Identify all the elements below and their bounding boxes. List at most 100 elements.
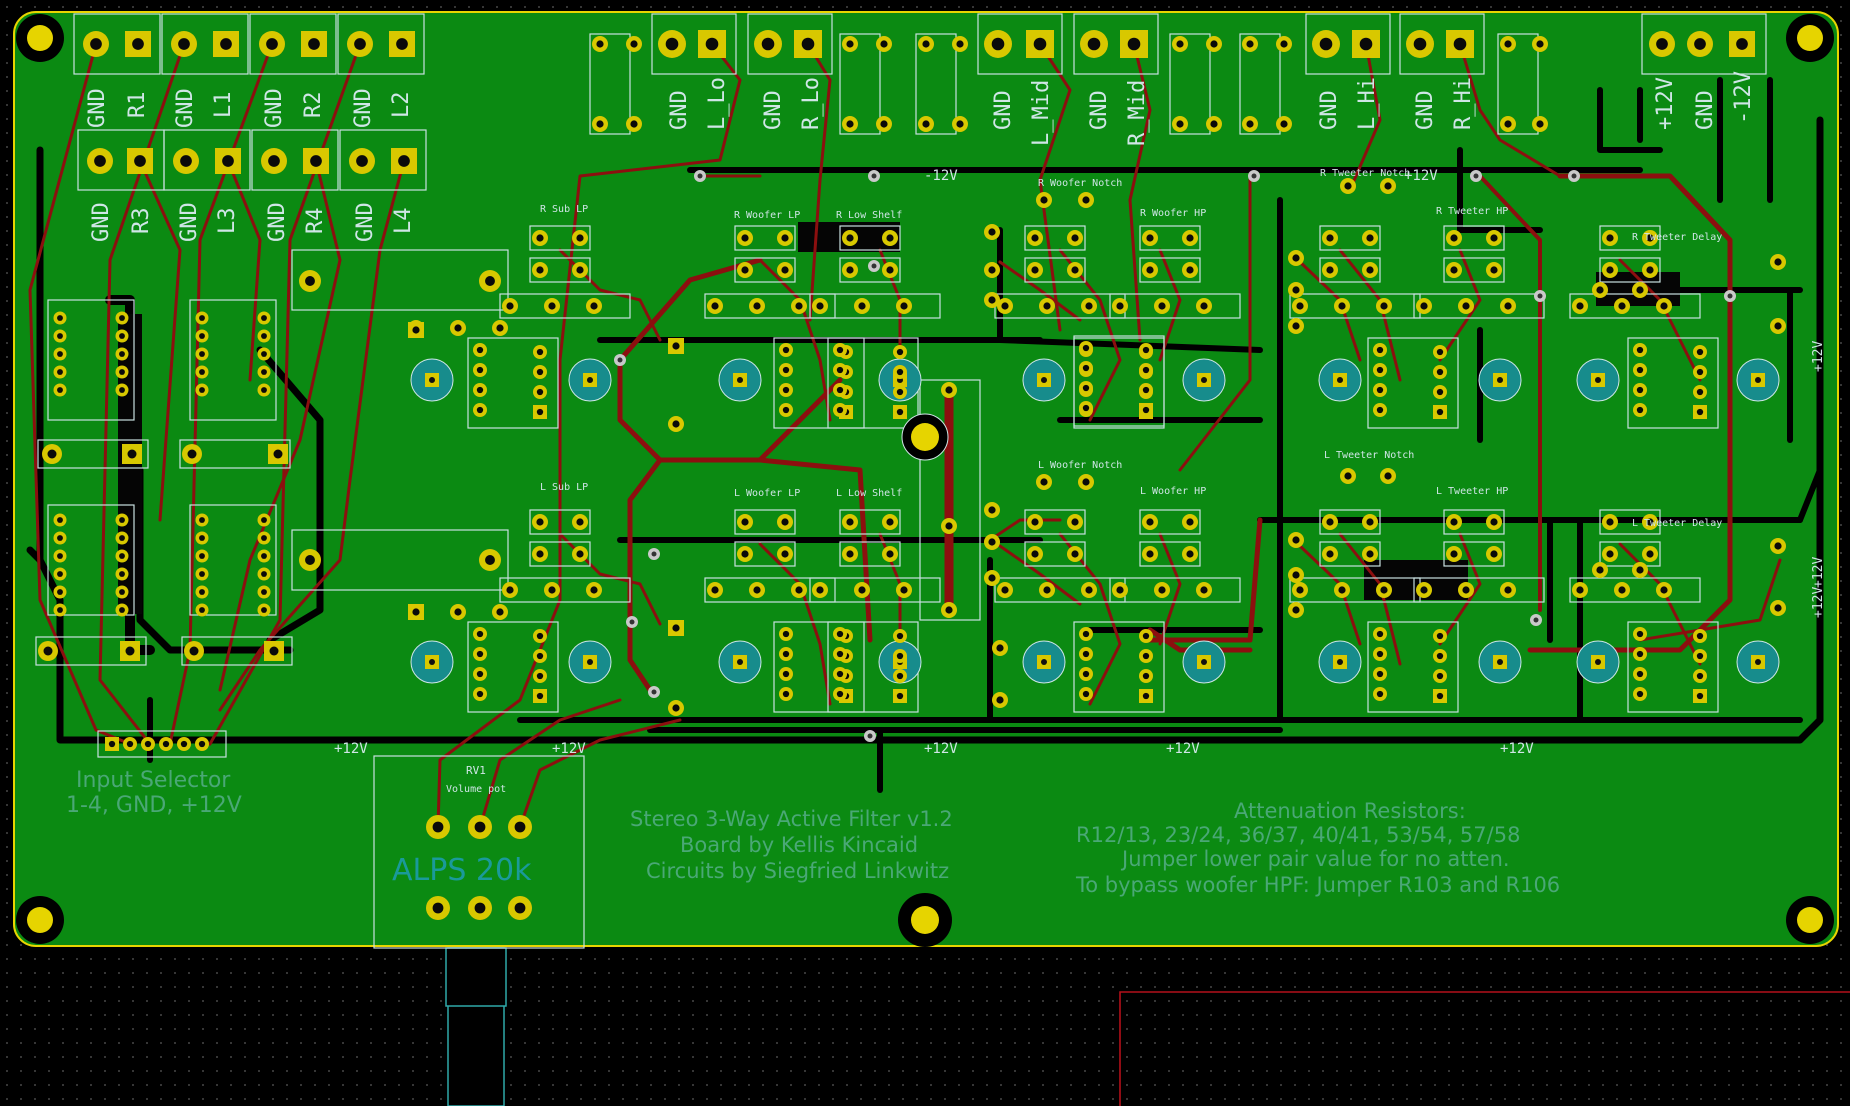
conn-label: GND (351, 88, 376, 128)
conn-label: GND (265, 202, 290, 242)
pad (737, 230, 753, 246)
pad (1079, 687, 1093, 701)
pad (1633, 383, 1647, 397)
pad (1373, 667, 1387, 681)
pad (992, 640, 1008, 656)
pad (1142, 514, 1158, 530)
mounting-hole-bottom-center[interactable] (898, 893, 952, 947)
pad (473, 363, 487, 377)
pad (492, 604, 508, 620)
pad (450, 604, 466, 620)
pad (544, 298, 560, 314)
electrolytic-capacitor (1478, 640, 1522, 684)
mounting-hole-bottom-left[interactable] (16, 896, 64, 944)
pad (812, 298, 828, 314)
mounting-hole-bottom-right[interactable] (1786, 896, 1834, 944)
pad (195, 549, 209, 563)
silkscreen-labels: GND R1 GND L1 GND R2 GND L2 GND R3 GND L… (66, 71, 1826, 897)
pad (182, 444, 202, 464)
track (208, 42, 362, 746)
component-outline (1024, 257, 1086, 283)
pad (779, 627, 793, 641)
component-outline (1305, 13, 1391, 75)
pad (257, 311, 271, 325)
pad (1079, 381, 1093, 395)
component-outline (1319, 225, 1381, 251)
pad (1592, 282, 1608, 298)
section-label: R Tweeter Notch (1320, 168, 1410, 179)
pad (53, 549, 67, 563)
conn-label: GND (173, 88, 198, 128)
pad (532, 514, 548, 530)
section-label: L Tweeter Delay (1632, 518, 1722, 529)
pad (952, 36, 968, 52)
pad (195, 365, 209, 379)
pad (1334, 582, 1350, 598)
clearance (1797, 467, 1823, 523)
enclosure-outline (1119, 991, 1850, 1106)
mounting-hole-top-right[interactable] (1786, 14, 1834, 62)
pad (1288, 250, 1304, 266)
pad-square (301, 31, 327, 57)
component-outline (47, 299, 135, 421)
pad (833, 627, 847, 641)
mounting-hole-top-left[interactable] (16, 14, 64, 62)
atten-line: To bypass woofer HPF: Jumper R103 and R1… (1075, 873, 1560, 897)
component-outline (1599, 257, 1661, 283)
section-label: R Woofer Notch (1038, 178, 1122, 189)
pad (1079, 361, 1093, 375)
component-outline (839, 225, 901, 251)
pad (1446, 230, 1462, 246)
section-label: L Tweeter Notch (1324, 450, 1414, 461)
conn-label: GND (89, 202, 114, 242)
pad (1373, 383, 1387, 397)
pad (1288, 532, 1304, 548)
pad (173, 148, 199, 174)
pad (53, 585, 67, 599)
pad (1433, 345, 1447, 359)
pad (1770, 600, 1786, 616)
pad (1139, 629, 1153, 643)
top-connector-labels: GND R1 GND L1 GND R2 GND L2 (85, 88, 414, 128)
track (28, 42, 132, 746)
pad-square (120, 641, 140, 661)
pad (1362, 546, 1378, 562)
pad (1373, 647, 1387, 661)
mounting-hole-center[interactable] (901, 413, 949, 461)
component-pads (38, 30, 1786, 920)
pad (984, 292, 1000, 308)
pad (1312, 30, 1340, 58)
pad (159, 737, 173, 751)
pad-square (893, 405, 907, 419)
pad (195, 383, 209, 397)
pad (1602, 546, 1618, 562)
pad (876, 36, 892, 52)
pad (115, 531, 129, 545)
pad (1649, 31, 1675, 57)
conn-label: R4 (303, 208, 328, 235)
pad (115, 383, 129, 397)
pad (1373, 403, 1387, 417)
component-outline (734, 225, 796, 251)
electrolytic-capacitor (1736, 358, 1780, 402)
via (648, 548, 660, 560)
component-outline (499, 293, 631, 319)
track (1638, 558, 1782, 642)
track (617, 257, 763, 363)
component-outline (1024, 225, 1086, 251)
pad-square (264, 641, 284, 661)
track (1348, 42, 1382, 192)
pad (38, 641, 58, 661)
out-label: GND (1413, 90, 1438, 130)
track (518, 718, 682, 829)
rail-label-pos: +12V (552, 741, 586, 757)
component-outline (747, 13, 833, 75)
pad (1500, 116, 1516, 132)
pad (349, 148, 375, 174)
pad (1458, 582, 1474, 598)
section-label: L Woofer HP (1140, 486, 1206, 497)
conn-label: L2 (389, 92, 414, 119)
pad (1322, 230, 1338, 246)
pad (1770, 254, 1786, 270)
